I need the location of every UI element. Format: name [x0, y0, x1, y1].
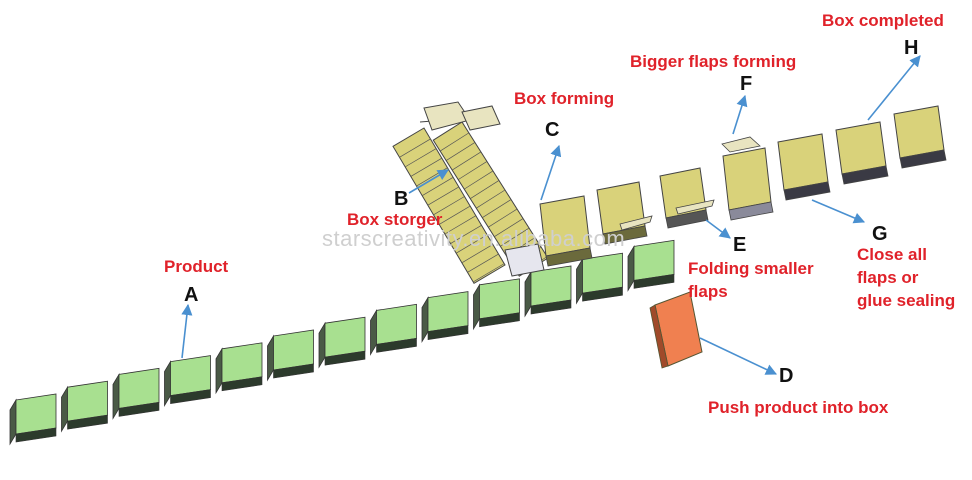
letter-c: C — [545, 119, 560, 141]
letter-a: A — [184, 284, 199, 306]
product-block — [215, 342, 263, 395]
label-close-line-1: Close all — [857, 245, 927, 264]
label-bigger-flaps: Bigger flaps forming — [630, 52, 797, 71]
arrow-a — [181, 303, 193, 359]
box-closing — [777, 133, 831, 201]
stack-left — [392, 127, 506, 285]
label-box-completed: Box completed — [822, 11, 944, 30]
box-complete-2 — [893, 105, 947, 169]
label-folding-line-2: flaps — [688, 282, 728, 301]
letter-e: E — [733, 234, 747, 256]
box-storage-magazine — [392, 101, 549, 285]
arrow-d — [699, 337, 778, 375]
product-block — [61, 380, 108, 433]
label-box-storger: Box storger — [347, 210, 443, 229]
pushed-product — [649, 291, 703, 369]
letter-h: H — [904, 37, 919, 59]
box-folding — [659, 167, 709, 229]
box-bigger-flaps — [722, 147, 774, 221]
product-block — [524, 265, 572, 318]
product-block — [473, 278, 520, 331]
arrow-h — [867, 55, 921, 121]
product-block — [370, 303, 417, 356]
label-close-line-2: flaps or — [857, 268, 919, 287]
product-block — [267, 329, 314, 382]
product-block — [112, 367, 160, 420]
arrow-c — [540, 144, 562, 201]
callout-arrows — [181, 55, 921, 375]
product-block — [627, 239, 675, 292]
box-forming — [539, 195, 593, 267]
watermark: starscreativity.en.alibaba.com — [322, 226, 626, 251]
label-folding-line-1: Folding smaller — [688, 259, 814, 278]
letter-b: B — [394, 188, 409, 210]
label-close-line-3: glue sealing — [857, 291, 956, 310]
arrow-b — [408, 169, 449, 194]
box-line — [539, 105, 947, 267]
box-complete-1 — [835, 121, 889, 185]
letter-d: D — [779, 365, 794, 387]
product-block — [9, 393, 57, 446]
label-product: Product — [164, 257, 229, 276]
label-box-forming: Box forming — [514, 89, 615, 108]
letter-f: F — [740, 73, 753, 95]
product-block — [164, 355, 211, 408]
arrow-f — [732, 94, 748, 135]
product-conveyor — [9, 239, 703, 446]
product-block — [318, 316, 366, 369]
arrow-g — [811, 199, 866, 224]
product-block — [421, 291, 469, 344]
label-push-product: Push product into box — [708, 398, 889, 417]
product-block — [576, 252, 623, 305]
letter-g: G — [872, 223, 888, 245]
arrow-e — [705, 219, 731, 239]
